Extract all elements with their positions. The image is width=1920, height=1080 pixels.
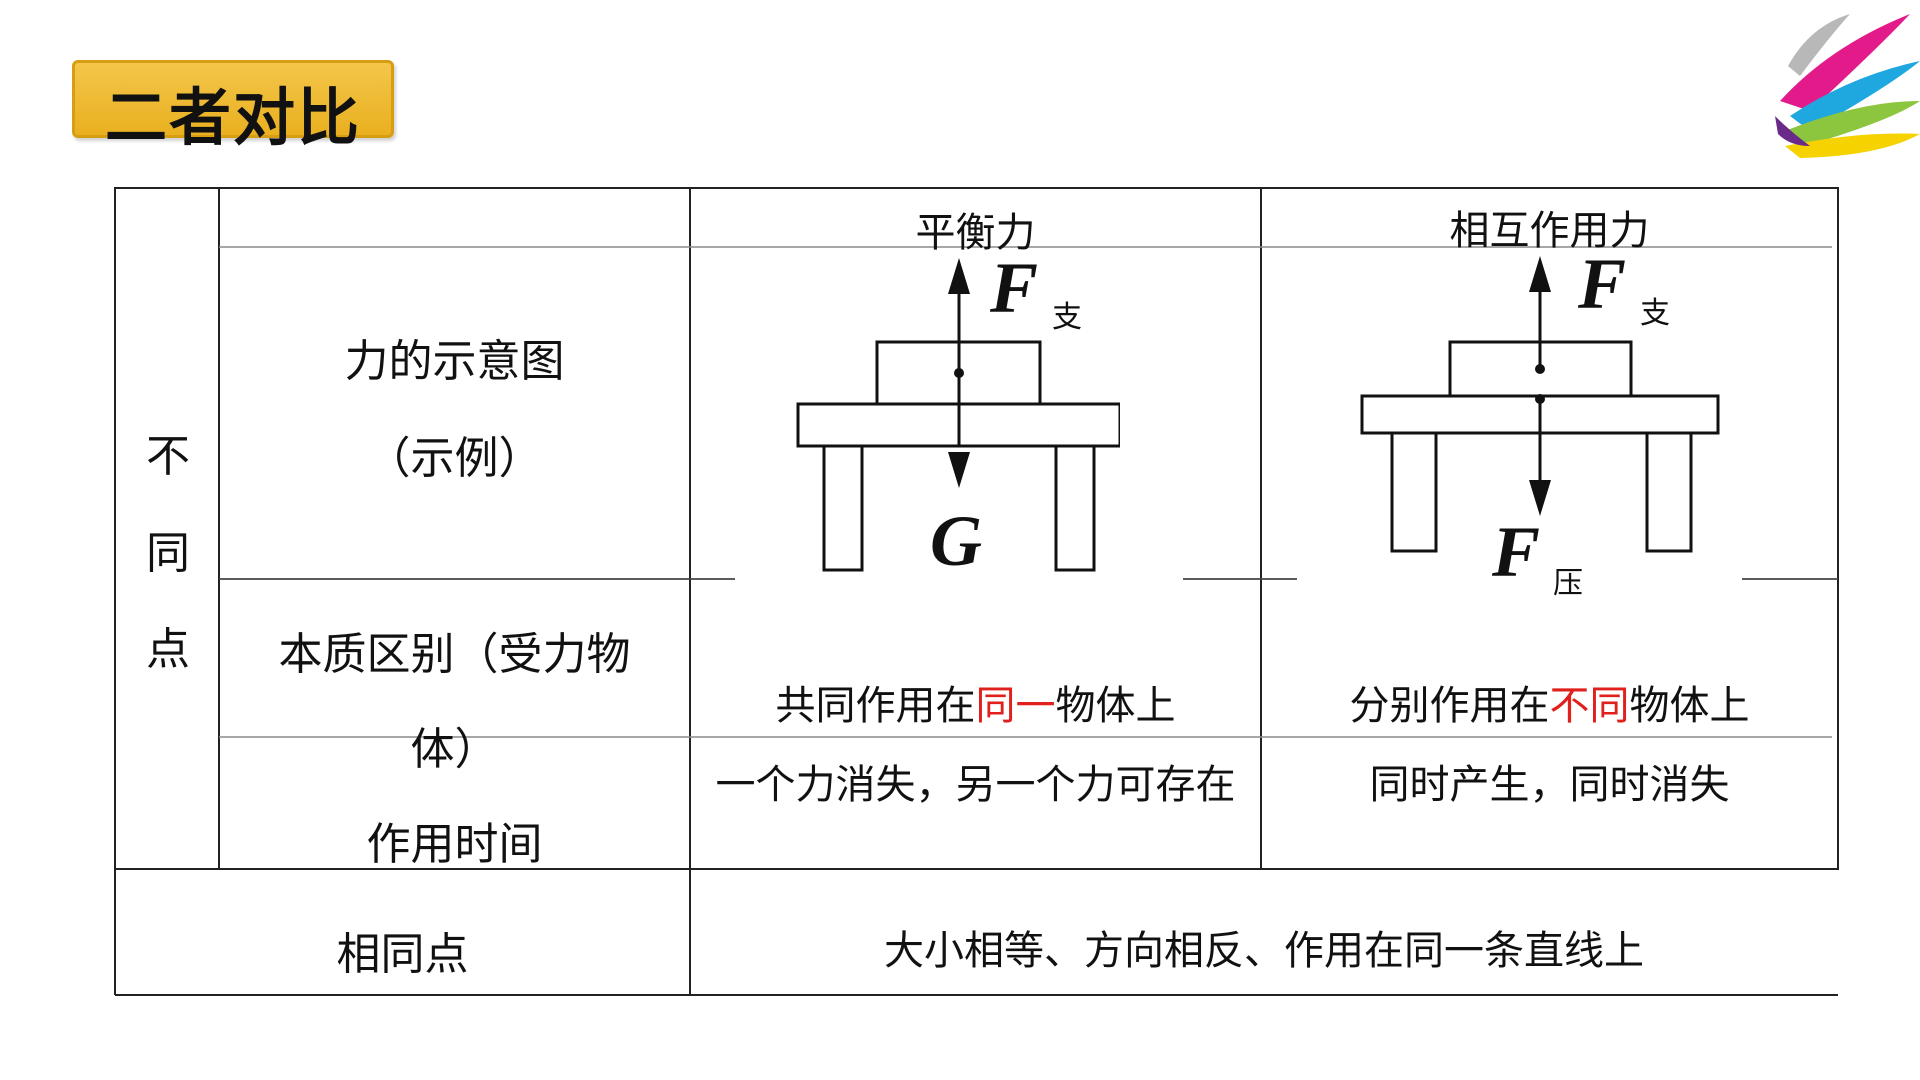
nature-balanced-emphasis: 同一 <box>975 683 1056 729</box>
row-label-diagram-line2: （示例） <box>366 433 543 484</box>
diff-label-char-1: 不 <box>146 431 190 482</box>
time-mutual-value: 同时产生，同时消失 <box>1369 762 1730 808</box>
header-mutual-force: 相互作用力 <box>1449 208 1650 254</box>
row-label-diagram-line1: 力的示意图 <box>344 336 565 387</box>
time-balanced-value: 一个力消失，另一个力可存在 <box>715 762 1236 808</box>
row-label-time: 作用时间 <box>366 819 543 870</box>
row-label-nature-line2: 体） <box>410 724 499 775</box>
force-up-symbol: F <box>989 248 1038 328</box>
diff-label-char-2: 同 <box>146 528 190 579</box>
colorful-brush-strokes-logo-icon <box>1775 14 1920 158</box>
force-support-symbol: F <box>1577 244 1626 324</box>
diff-label-char-3: 点 <box>146 624 190 675</box>
section-title: 二者对比 <box>104 81 361 154</box>
row-label-same: 相同点 <box>336 929 469 980</box>
header-balanced-force: 平衡力 <box>915 210 1036 256</box>
nature-balanced-value: 共同作用在同一物体上 <box>775 683 1176 729</box>
force-pressure-symbol: F <box>1491 512 1540 592</box>
force-up-subscript: 支 <box>1052 300 1082 335</box>
nature-mutual-value: 分别作用在不同物体上 <box>1349 683 1750 729</box>
same-value: 大小相等、方向相反、作用在同一条直线上 <box>884 928 1644 974</box>
force-support-subscript: 支 <box>1640 296 1670 331</box>
section-title-badge: 二者对比 <box>72 60 394 154</box>
gravity-symbol: G <box>930 501 982 581</box>
row-label-nature-line1: 本质区别（受力物 <box>278 629 631 680</box>
mutual-force-diagram: F 支 F 压 <box>1360 244 1720 600</box>
balanced-force-diagram: F 支 G <box>796 248 1120 581</box>
nature-mutual-emphasis: 不同 <box>1549 683 1630 729</box>
force-pressure-subscript: 压 <box>1553 566 1583 600</box>
